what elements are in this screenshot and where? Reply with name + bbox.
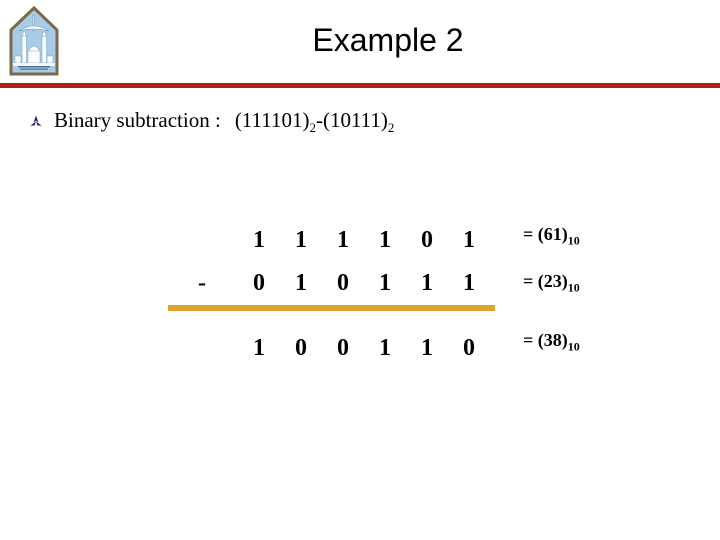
minuend-digits: 1 1 1 1 0 1 xyxy=(238,222,490,258)
digit-cell: 1 xyxy=(379,227,391,253)
bullet-label: Binary subtraction : xyxy=(54,108,221,132)
digit-cell: 1 xyxy=(463,270,475,296)
result-subscript: 10 xyxy=(567,280,580,295)
subtrahend-operator: - xyxy=(198,270,206,296)
title-divider xyxy=(0,83,720,88)
result-subscript: 10 xyxy=(567,233,580,248)
expression-subscript-1: 2 xyxy=(309,120,316,136)
digit-cell: 1 xyxy=(295,227,307,253)
digit-cell: 0 xyxy=(337,270,349,296)
result-close: ) xyxy=(561,224,568,244)
digit-cell: 1 xyxy=(463,227,475,253)
digit-cell: 1 xyxy=(337,227,349,253)
digit-cell: 1 xyxy=(253,227,265,253)
difference-digits: 1 0 0 1 1 0 xyxy=(238,330,490,366)
minuend-row: 1 1 1 1 0 1 = (61)10 xyxy=(180,222,650,265)
expression-operator: - xyxy=(315,108,323,132)
bullet-expression: (111101)2-(10111)2 xyxy=(235,108,395,136)
digit-cell: 0 xyxy=(421,227,433,253)
digit-cell: 0 xyxy=(463,335,475,361)
minuend-decimal-value: = (61)10 xyxy=(523,224,580,249)
difference-row: 1 0 0 1 1 0 = (38)10 xyxy=(180,330,650,373)
result-prefix: = ( xyxy=(523,271,544,291)
expression-subscript-2: 2 xyxy=(387,120,395,136)
digit-cell: 1 xyxy=(421,270,433,296)
result-value: 61 xyxy=(543,224,562,244)
subtraction-rule-line xyxy=(168,305,495,311)
digit-cell: 0 xyxy=(337,335,349,361)
digit-cell: 1 xyxy=(379,335,391,361)
result-prefix: = ( xyxy=(523,224,544,244)
result-subscript: 10 xyxy=(567,339,580,354)
result-close: ) xyxy=(561,330,568,350)
digit-cell: 0 xyxy=(295,335,307,361)
expression-operand-2: (10111) xyxy=(322,108,388,132)
subtrahend-digits: 0 1 0 1 1 1 xyxy=(238,265,490,301)
subtrahend-row: - 0 1 0 1 1 1 = (23)10 xyxy=(180,265,650,308)
bullet-row: Binary subtraction : (111101)2-(10111)2 xyxy=(28,108,394,136)
digit-cell: 1 xyxy=(421,335,433,361)
digit-cell: 1 xyxy=(379,270,391,296)
result-value: 23 xyxy=(543,271,562,291)
expression-operand-1: (111101) xyxy=(234,108,310,132)
subtraction-worksheet: 1 1 1 1 0 1 = (61)10 - 0 1 0 1 1 1 = (23… xyxy=(180,222,650,373)
page-title: Example 2 xyxy=(312,22,464,58)
difference-decimal-value: = (38)10 xyxy=(523,330,580,355)
subtrahend-decimal-value: = (23)10 xyxy=(523,271,580,296)
digit-cell: 0 xyxy=(253,270,265,296)
digit-cell: 1 xyxy=(295,270,307,296)
digit-cell: 1 xyxy=(253,335,265,361)
result-value: 38 xyxy=(543,330,562,350)
university-logo xyxy=(6,4,62,78)
result-prefix: = ( xyxy=(523,330,544,350)
arrow-bullet-icon xyxy=(28,114,44,130)
result-close: ) xyxy=(561,271,568,291)
